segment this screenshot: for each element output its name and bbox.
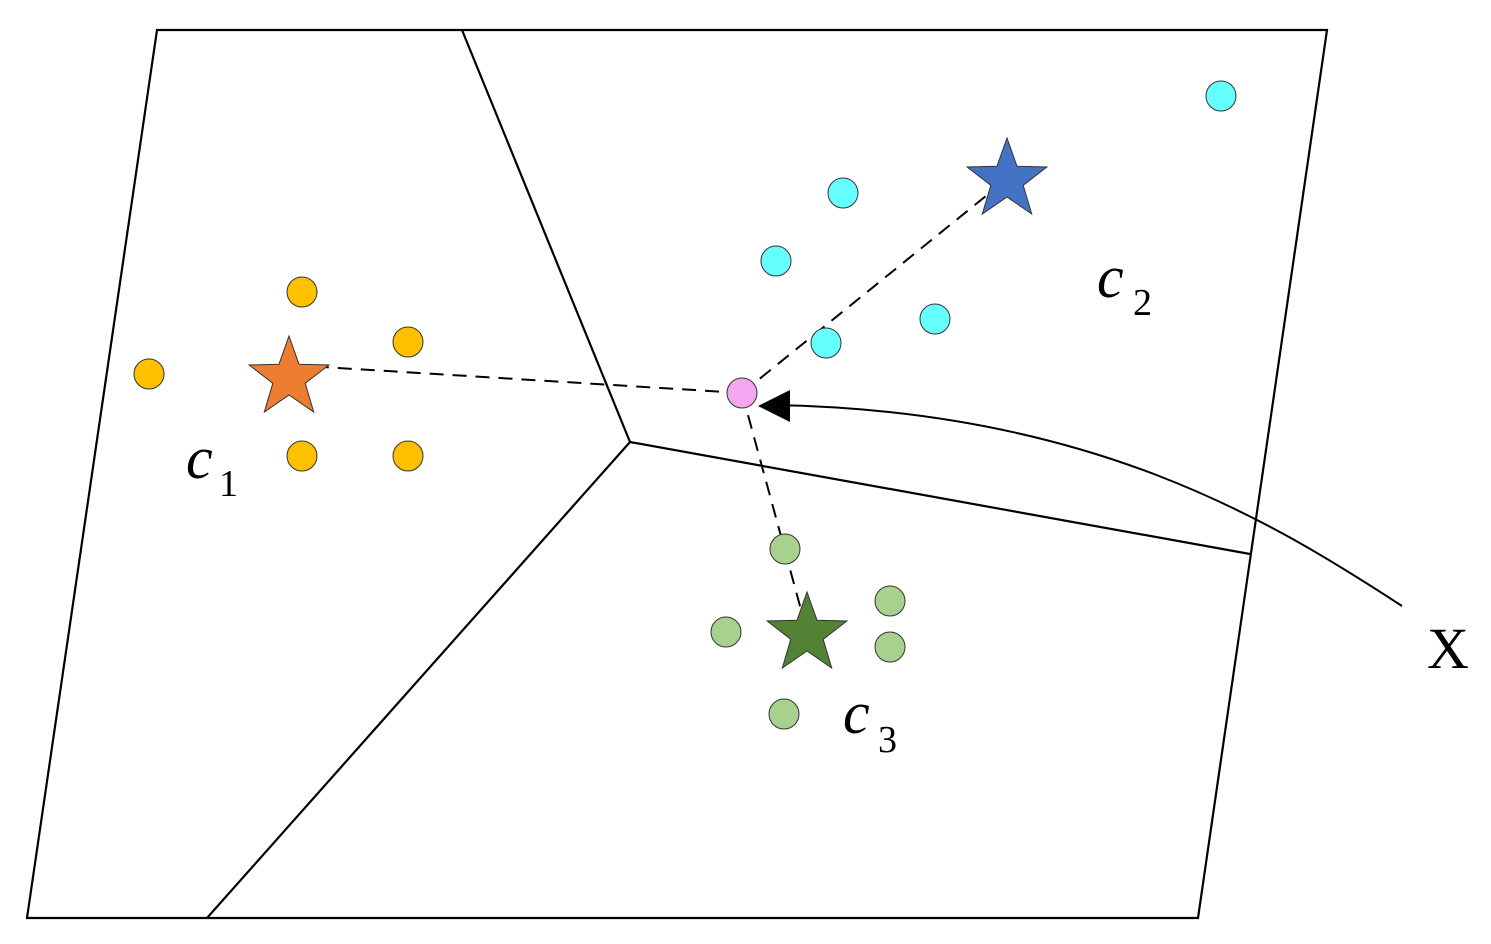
circle-point <box>874 631 906 663</box>
circle-point <box>286 276 318 308</box>
label-c1-main: c <box>186 425 213 491</box>
label-c3: c 3 <box>843 680 897 761</box>
circle-point <box>392 440 424 472</box>
label-c1-subscript: 1 <box>219 463 238 505</box>
label-c2-main: c <box>1097 244 1124 310</box>
label-c1: c 1 <box>186 425 238 505</box>
cluster-3-points <box>710 533 906 730</box>
cluster-1-points <box>133 276 424 472</box>
circle-point <box>769 533 801 565</box>
star-icon <box>765 590 849 670</box>
pointer-curve <box>771 404 1403 607</box>
label-c3-subscript: 3 <box>878 719 897 761</box>
partition-line-c1-c3 <box>206 441 631 919</box>
circle-point <box>286 440 318 472</box>
label-c3-main: c <box>843 680 870 746</box>
circle-point <box>874 585 906 617</box>
circle-point <box>919 303 951 335</box>
circle-point <box>133 358 165 390</box>
star-icon <box>247 334 331 414</box>
circle-point <box>827 177 859 209</box>
distance-line-c1 <box>289 364 743 394</box>
circle-point <box>768 698 800 730</box>
query-point <box>726 377 758 409</box>
plane-boundary <box>25 28 1329 920</box>
star-icon <box>965 136 1049 216</box>
label-c2: c 2 <box>1097 244 1152 324</box>
distance-line-c3 <box>741 392 807 629</box>
distance-line-c2 <box>741 178 1008 394</box>
circle-point <box>710 616 742 648</box>
label-c2-subscript: 2 <box>1133 282 1152 324</box>
label-x: X <box>1427 616 1469 681</box>
circle-point <box>810 327 842 359</box>
cluster-2-points <box>760 80 1237 359</box>
circle-point <box>1205 80 1237 112</box>
partition-line-c1-c2 <box>460 29 632 443</box>
partition-line-c2-c3 <box>629 440 1251 556</box>
circle-point <box>392 326 424 358</box>
arrow-icon <box>758 390 790 422</box>
circle-point <box>760 245 792 277</box>
